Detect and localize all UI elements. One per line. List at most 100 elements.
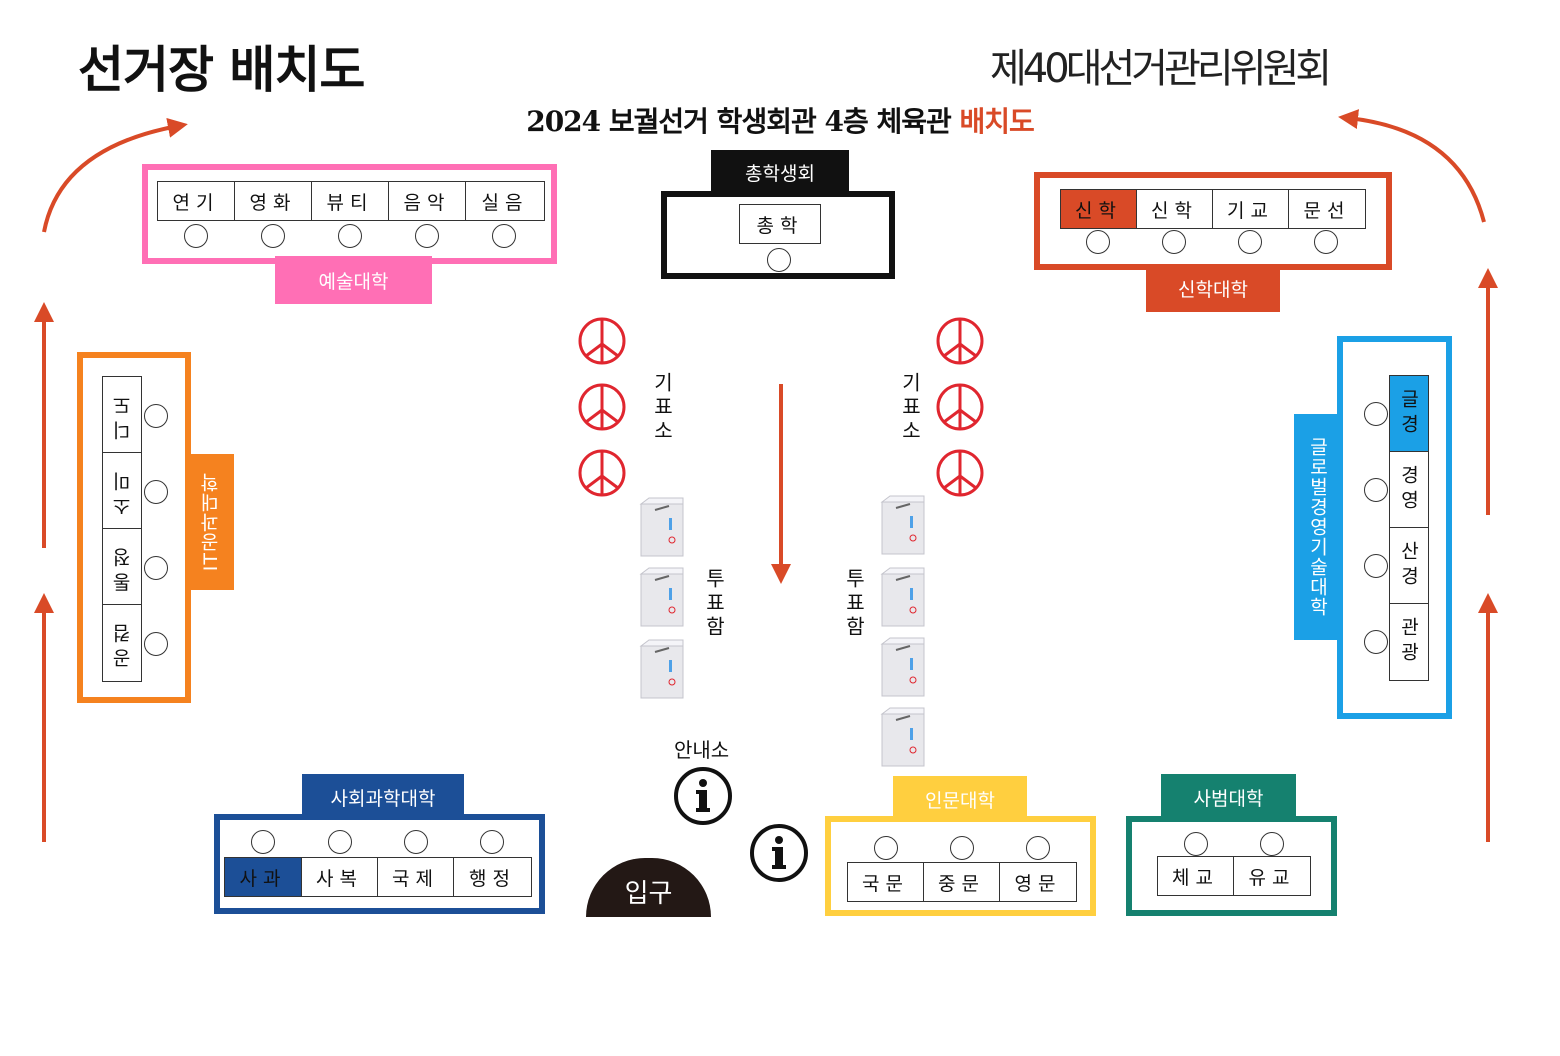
ballot-box-area-right: 투표함 [842, 568, 866, 640]
ballot-box-icon [880, 707, 925, 767]
ballot-stamp-icon [936, 317, 984, 365]
it-college-column: 디도 소미 통정 공컴 [102, 376, 142, 682]
booth-뷰티: 뷰티 [312, 182, 389, 220]
seat-circle [251, 830, 275, 854]
info-icon [674, 767, 732, 825]
seat-circle [1162, 230, 1186, 254]
seat-circle [1086, 230, 1110, 254]
booth-연기: 연기 [158, 182, 235, 220]
booth-글경-highlight: 글경 [1390, 376, 1428, 452]
seat-circle [1364, 402, 1388, 426]
ballot-box-area-left: 투표함 [702, 568, 726, 640]
seat-circle [1364, 478, 1388, 502]
ballot-stamp-icon [578, 449, 626, 497]
booth-산경: 산경 [1390, 528, 1428, 604]
ballot-box-icon [639, 567, 684, 627]
booth-사과-highlight: 사과 [225, 858, 302, 896]
seat-circle [328, 830, 352, 854]
booth-국문: 국문 [848, 863, 924, 901]
student-council-row: 총학 [739, 204, 821, 244]
seat-circle [950, 836, 974, 860]
booth-신학-highlight: 신학 [1061, 190, 1137, 228]
committee-name: 제40대선거관리위원회 [990, 46, 1332, 92]
seat-circle [261, 224, 285, 248]
booth-area-left: 기표소 [650, 372, 674, 444]
seat-circle [1184, 832, 1208, 856]
theology-college-label: 신학대학 [1146, 264, 1280, 312]
ballot-boxes [639, 495, 925, 767]
entrance-label: 입구 [624, 879, 673, 909]
seat-circle [415, 224, 439, 248]
booth-유교: 유교 [1248, 866, 1296, 889]
ballot-stamp-icon [578, 317, 626, 365]
booth-area-right: 기표소 [898, 372, 922, 444]
booth-관광: 관광 [1397, 617, 1420, 667]
arts-college-row: 연기 영화 뷰티 음악 실음 [157, 181, 545, 221]
it-college-label: IT공과대학 [186, 454, 234, 590]
seat-circle [144, 556, 168, 580]
ballot-stamp-icon [936, 449, 984, 497]
ballot-box-icon [880, 637, 925, 697]
booth-경영: 경영 [1390, 452, 1428, 528]
student-council-label: 총학생회 [711, 150, 849, 194]
seat-circle [144, 480, 168, 504]
seat-circle [338, 224, 362, 248]
booth-통정: 통정 [103, 529, 141, 605]
seat-circle [874, 836, 898, 860]
arts-college-label: 예술대학 [275, 256, 432, 304]
booth-소미: 소미 [103, 453, 141, 529]
seat-circle [1364, 630, 1388, 654]
seat-circle [1314, 230, 1338, 254]
ballot-stamp-icon [936, 383, 984, 431]
arrow-right-curve [1338, 109, 1486, 223]
booth-중문: 중문 [924, 863, 1000, 901]
booth-문선: 문선 [1303, 199, 1351, 222]
booth-사복: 사복 [302, 858, 378, 896]
global-college-label: 글로벌경영기술대학 [1294, 414, 1342, 640]
subtitle-accent: 배치도 [959, 105, 1035, 138]
seat-circle [1260, 832, 1284, 856]
education-college-row: 체교 유교 [1157, 856, 1311, 896]
global-college-column: 글경 경영 산경 관광 [1389, 375, 1429, 681]
social-college-label: 사회과학대학 [302, 774, 464, 820]
seat-circle [1364, 554, 1388, 578]
education-college-label: 사범대학 [1161, 774, 1296, 820]
humanities-college-label: 인문대학 [893, 776, 1027, 822]
booth-영문: 영문 [1014, 872, 1062, 895]
booth-음악: 음악 [389, 182, 466, 220]
humanities-college-row: 국문 중문 영문 [847, 862, 1077, 902]
seat-circle [144, 632, 168, 656]
booth-신학: 신학 [1137, 190, 1213, 228]
subtitle-main: 2024 보궐선거 학생회관 4층 체육관 [526, 105, 960, 138]
seat-circle [184, 224, 208, 248]
seat-circle [404, 830, 428, 854]
social-college-row: 사과 사복 국제 행정 [224, 857, 532, 897]
seat-circle [1238, 230, 1262, 254]
booth-체교: 체교 [1158, 857, 1234, 895]
booth-영화: 영화 [235, 182, 312, 220]
page-title: 선거장 배치도 [78, 40, 365, 99]
ballot-box-icon [880, 495, 925, 555]
seat-circle [480, 830, 504, 854]
booth-국제: 국제 [378, 858, 454, 896]
booth-기교: 기교 [1213, 190, 1289, 228]
subtitle: 2024 보궐선거 학생회관 4층 체육관 배치도 [0, 100, 1560, 140]
seat-circle [1026, 836, 1050, 860]
seat-circle [492, 224, 516, 248]
arrow-left-curve [42, 118, 188, 233]
ballot-box-icon [880, 567, 925, 627]
ballot-box-icon [639, 639, 684, 699]
seat-circle [144, 404, 168, 428]
theology-college-row: 신학 신학 기교 문선 [1060, 189, 1366, 229]
ballot-box-icon [639, 497, 684, 557]
booth-실음: 실음 [481, 191, 529, 214]
booth-디도: 디도 [103, 377, 141, 453]
booth-총학: 총학 [756, 214, 804, 237]
info-icon [750, 824, 808, 882]
booth-행정: 행정 [469, 867, 516, 890]
seat-circle [767, 248, 791, 272]
ballot-stamp-icon [578, 383, 626, 431]
info-desk-label: 안내소 [674, 738, 730, 762]
